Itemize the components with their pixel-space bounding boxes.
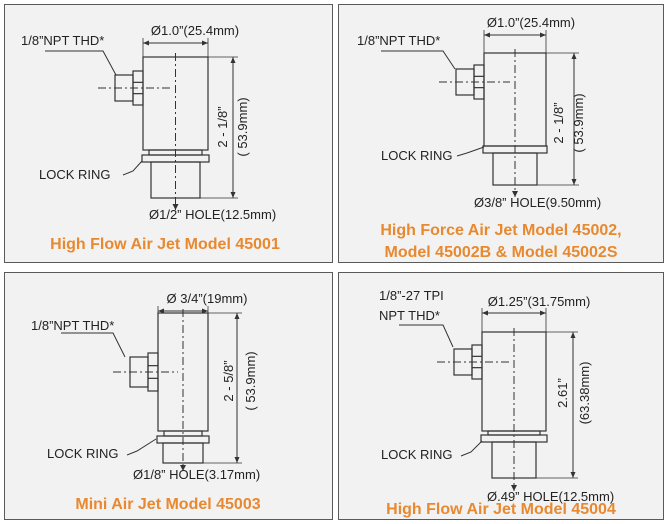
drawing-model-45001: 1/8”NPT THD* Ø1.0”(25.4mm) 2 - 1/8” ( 53… (21, 23, 280, 253)
lock-ring-leader-line (122, 160, 143, 176)
panel-model-45003: 1/8”NPT THD* Ø 3/4”(19mm) 2 - 5/8” ( 53.… (4, 272, 333, 520)
height-mm-label: ( 53.9mm) (235, 97, 250, 156)
diameter-label: Ø 3/4”(19mm) (167, 291, 248, 306)
drawing-model-45002: 1/8”NPT THD* Ø1.0”(25.4mm) 2 - 1/8” ( 53… (357, 15, 622, 261)
hole-label: Ø1/8” HOLE(3.17mm) (133, 467, 260, 482)
height-inch-label: 2 - 1/8” (551, 102, 566, 143)
diameter-label: Ø1.0”(25.4mm) (487, 15, 575, 30)
model-title-line-2: Model 45002B & Model 45002S (385, 244, 618, 261)
lock-ring-label: LOCK RING (381, 148, 453, 163)
lock-ring-leader-line (460, 440, 483, 457)
jet-body (142, 56, 209, 151)
jet-body (483, 52, 547, 147)
lock-ring-label: LOCK RING (381, 447, 453, 462)
thread-leader-line (61, 332, 126, 358)
diameter-label: Ø1.25”(31.75mm) (488, 294, 591, 309)
lock-ring-label: LOCK RING (39, 167, 111, 182)
diameter-label: Ø1.0”(25.4mm) (151, 23, 239, 38)
height-mm-label: ( 53.9mm) (243, 351, 258, 410)
height-mm-label: (63.38mm) (577, 362, 592, 425)
thread-label: 1/8”NPT THD* (31, 318, 114, 333)
drawing-model-45004: 1/8”-27 TPI NPT THD* Ø1.25”(31.75mm) 2.6… (379, 288, 616, 518)
hole-arrow (180, 465, 186, 471)
thread-label: 1/8”-27 TPI (379, 288, 444, 303)
thread-label-line-2: NPT THD* (379, 308, 440, 323)
panel-model-45002: 1/8”NPT THD* Ø1.0”(25.4mm) 2 - 1/8” ( 53… (338, 4, 664, 263)
hole-arrow (172, 204, 179, 210)
thread-leader-line (399, 324, 454, 348)
model-title: High Force Air Jet Model 45002, (380, 222, 621, 239)
lock-ring-leader-line (126, 438, 157, 456)
height-inch-label: 2.61” (555, 378, 570, 408)
height-inch-label: 2 - 5/8” (221, 360, 236, 401)
hole-label: Ø.49” HOLE(12.5mm) (487, 489, 614, 504)
lock-ring-leader-line (456, 146, 485, 157)
hole-label: Ø1/2” HOLE(12.5mm) (149, 207, 276, 222)
lock-ring-label: LOCK RING (47, 446, 119, 461)
thread-leader-line (381, 50, 456, 70)
panel-model-45004: 1/8”-27 TPI NPT THD* Ø1.25”(31.75mm) 2.6… (338, 272, 664, 520)
jet-body (157, 312, 209, 432)
model-title: High Flow Air Jet Model 45004 (386, 501, 616, 518)
thread-label: 1/8”NPT THD* (21, 33, 104, 48)
height-mm-label: ( 53.9mm) (571, 93, 586, 152)
height-inch-label: 2 - 1/8” (215, 106, 230, 147)
panel-model-45001: 1/8”NPT THD* Ø1.0”(25.4mm) 2 - 1/8” ( 53… (4, 4, 333, 263)
thread-label: 1/8”NPT THD* (357, 33, 440, 48)
jet-body (481, 331, 547, 432)
hole-label: Ø3/8” HOLE(9.50mm) (474, 195, 601, 210)
model-title: Mini Air Jet Model 45003 (75, 496, 260, 513)
drawing-model-45003: 1/8”NPT THD* Ø 3/4”(19mm) 2 - 5/8” ( 53.… (31, 291, 261, 513)
model-title: High Flow Air Jet Model 45001 (50, 236, 280, 253)
thread-leader-line (45, 50, 117, 76)
